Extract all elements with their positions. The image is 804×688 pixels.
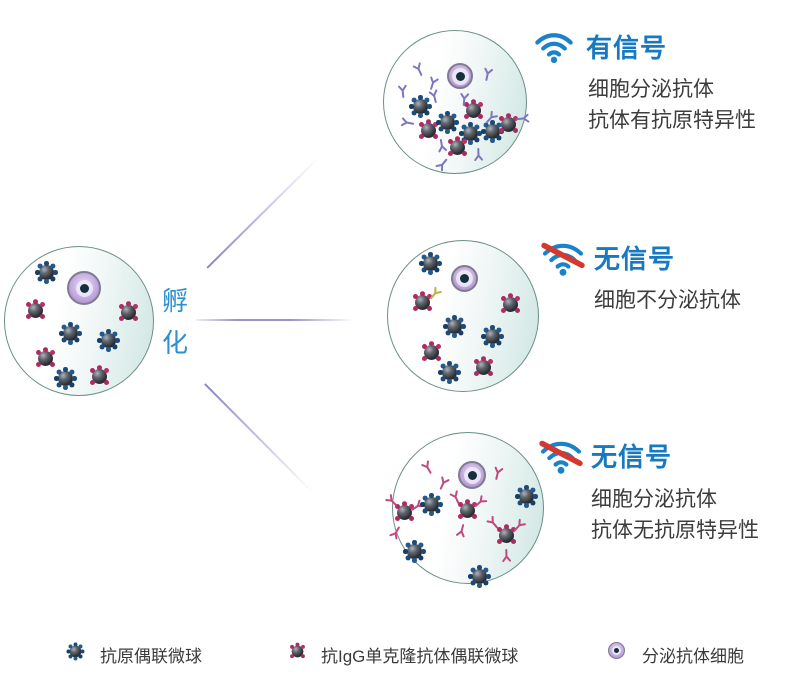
wifi-off-icon <box>541 241 585 277</box>
antiigg-bead-icon <box>397 505 412 520</box>
antibody-y-icon <box>504 548 508 558</box>
antigen-bead-icon <box>69 645 82 658</box>
antiigg-bead-icon <box>501 117 516 132</box>
legend-label-antigen: 抗原偶联微球 <box>100 647 202 666</box>
antiigg-bead-icon <box>291 645 304 658</box>
antiigg-bead-icon <box>460 503 475 518</box>
antigen-bead-icon <box>407 544 422 559</box>
antigen-bead-icon <box>63 326 78 341</box>
outcome-description: 细胞分泌抗体 抗体有抗原特异性 <box>588 74 756 136</box>
secreting-cell <box>451 265 478 292</box>
antiigg-bead-icon <box>415 295 430 310</box>
connector-line-bottom <box>204 383 320 499</box>
outcome-description: 细胞不分泌抗体 <box>594 285 741 316</box>
antiigg-bead-icon <box>421 123 436 138</box>
outcome-description: 细胞分泌抗体 抗体无抗原特异性 <box>591 484 759 546</box>
antigen-bead-icon <box>413 99 428 114</box>
secreting-cell <box>458 461 486 489</box>
dish-no-secretion <box>387 240 539 392</box>
antigen-bead-icon <box>442 365 457 380</box>
antiigg-bead-icon <box>476 360 491 375</box>
antigen-bead-icon <box>485 329 500 344</box>
antiigg-bead-icon <box>92 369 107 384</box>
antigen-bead-icon <box>423 256 438 271</box>
connector-line-top <box>206 151 325 269</box>
secreting-cell-icon <box>608 642 625 659</box>
antigen-bead-icon <box>519 489 534 504</box>
outcome-desc-line1: 细胞不分泌抗体 <box>594 289 741 312</box>
antigen-bead-icon <box>58 371 73 386</box>
antigen-bead-icon <box>440 115 455 130</box>
antiigg-bead-icon <box>499 528 514 543</box>
antiigg-bead-icon <box>466 103 481 118</box>
outcome-desc-line1: 细胞分泌抗体 <box>588 78 714 101</box>
outcome-desc-line2: 抗体有抗原特异性 <box>588 109 756 132</box>
outcome-desc-line1: 细胞分泌抗体 <box>591 488 717 511</box>
antigen-bead-icon <box>39 265 54 280</box>
antigen-bead-icon <box>447 319 462 334</box>
antiigg-bead-icon <box>38 351 53 366</box>
antigen-bead-icon <box>485 124 500 139</box>
antigen-bead-icon <box>463 126 478 141</box>
wifi-off-icon <box>539 439 583 475</box>
secreting-cell <box>447 63 473 89</box>
antibody-y-icon <box>476 147 480 157</box>
outcome-heading: 无信号 <box>594 244 676 274</box>
antigen-bead-icon <box>472 569 487 584</box>
wifi-icon <box>534 30 574 65</box>
connector-line-middle <box>196 319 354 321</box>
legend-label-antiigg: 抗IgG单克隆抗体偶联微球 <box>321 647 519 666</box>
outcome-desc-line2: 抗体无抗原特异性 <box>591 519 759 542</box>
antiigg-bead-icon <box>503 297 518 312</box>
antiigg-bead-icon <box>450 140 465 155</box>
outcome-heading: 无信号 <box>591 442 673 472</box>
incubation-label: 孵化 <box>162 286 189 358</box>
antiigg-bead-icon <box>424 345 439 360</box>
secreting-cell <box>67 271 101 305</box>
dish-start <box>4 246 154 396</box>
antiigg-bead-icon <box>28 303 43 318</box>
outcome-heading: 有信号 <box>586 33 668 63</box>
antigen-bead-icon <box>424 497 439 512</box>
antigen-bead-icon <box>101 333 116 348</box>
legend-label-cell: 分泌抗体细胞 <box>642 647 744 666</box>
antiigg-bead-icon <box>121 305 136 320</box>
